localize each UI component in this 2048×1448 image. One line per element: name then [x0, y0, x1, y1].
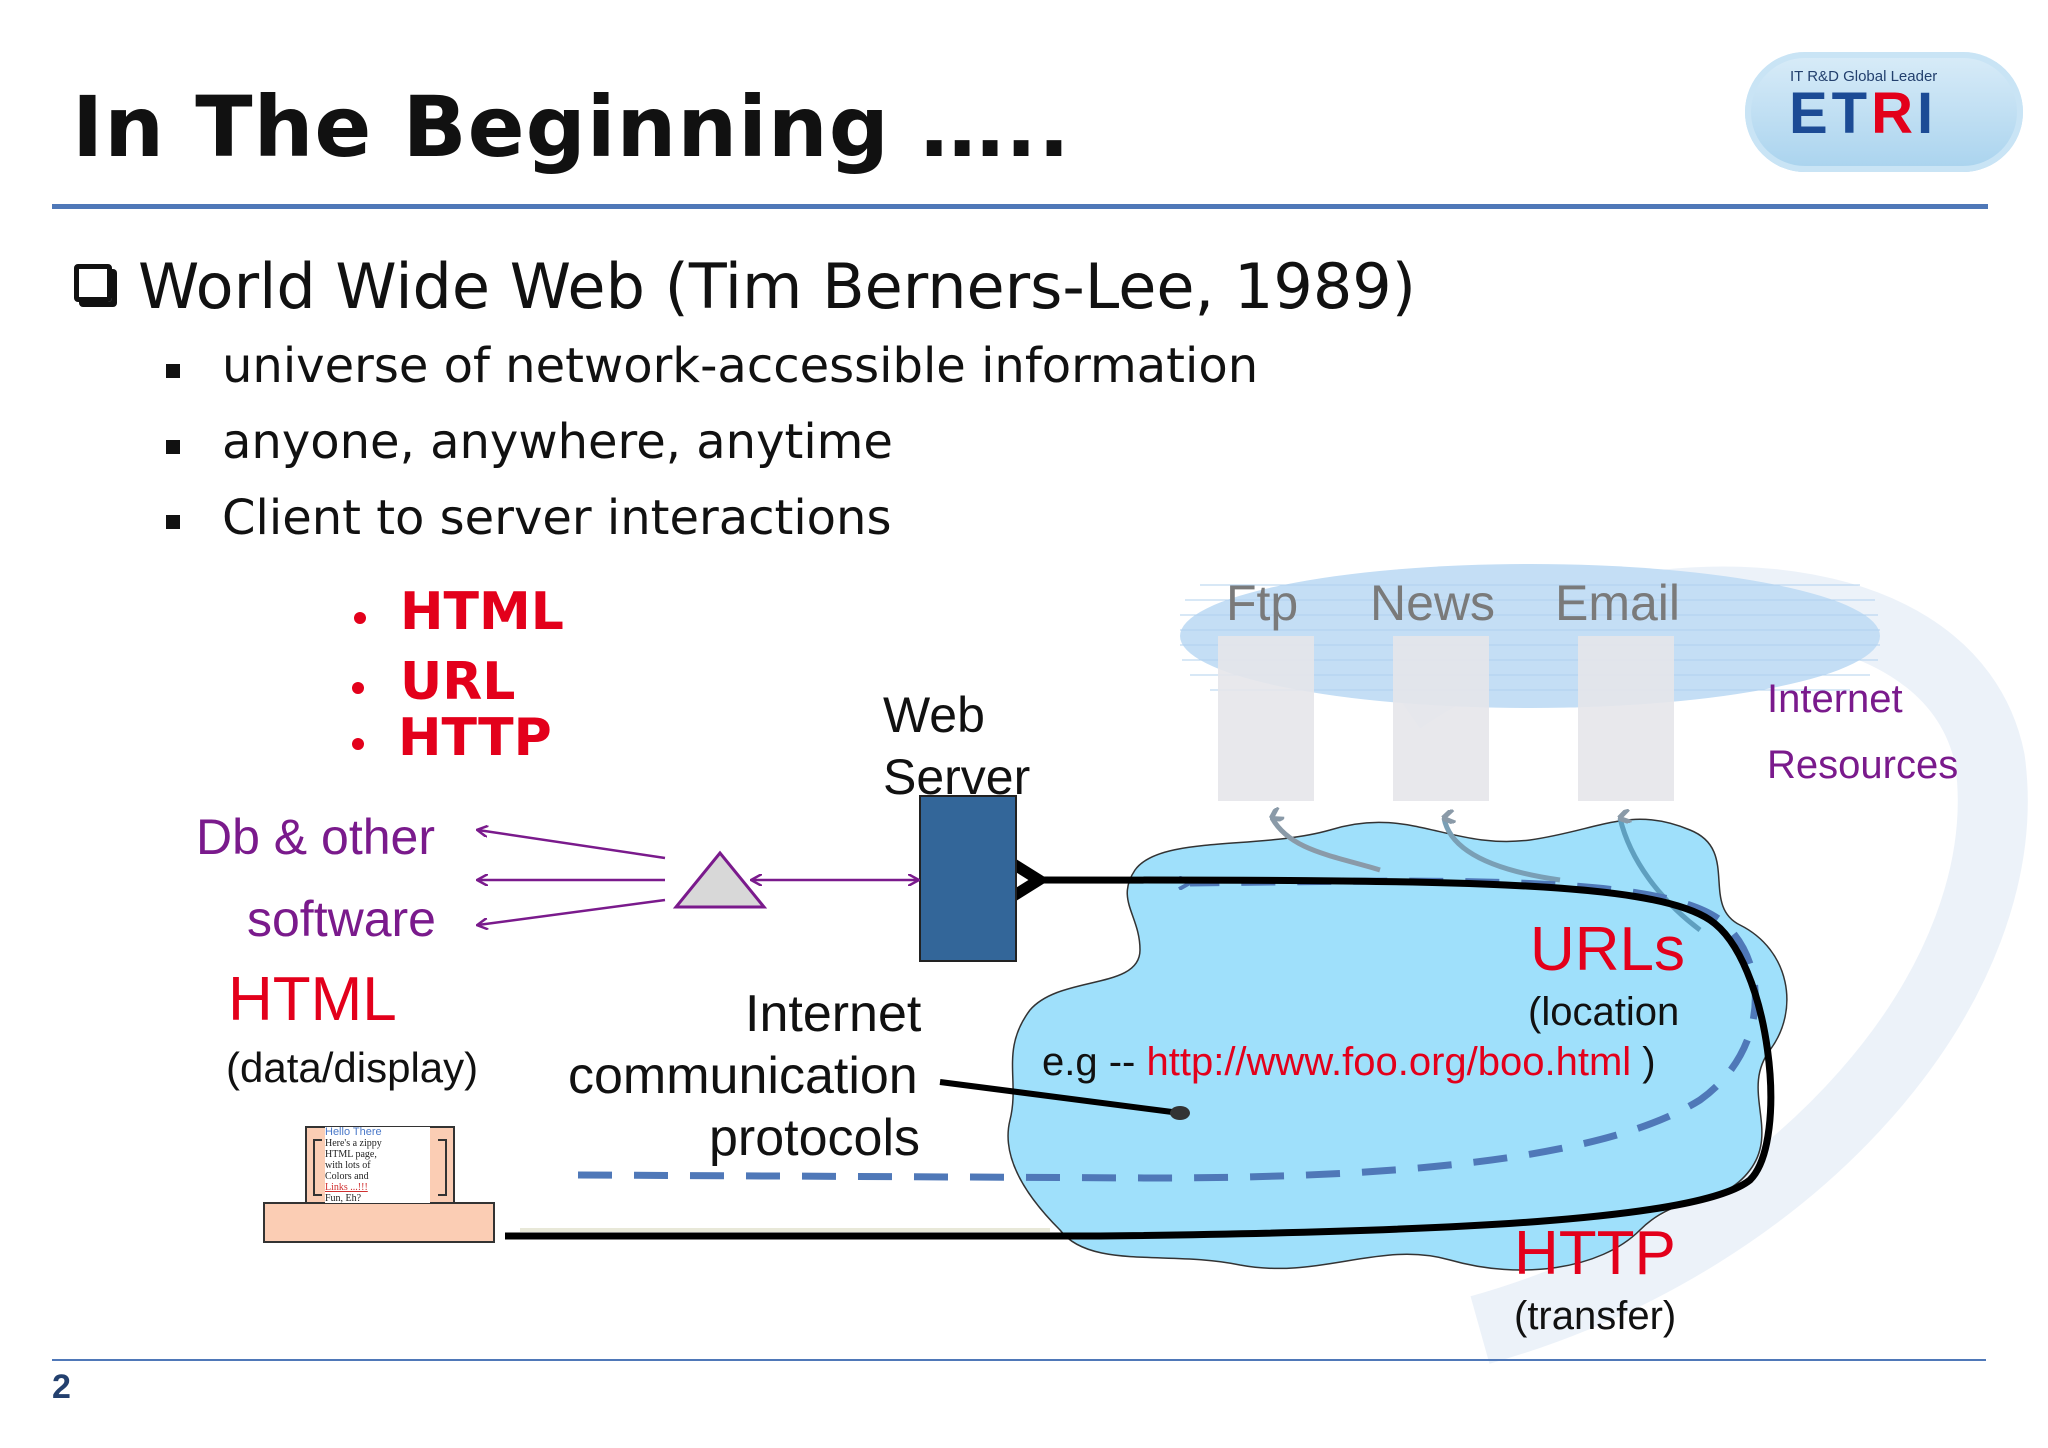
client-screen-bracket-right — [438, 1139, 447, 1196]
etri-logo: IT R&D Global Leader ETRI — [1745, 52, 2023, 172]
logo-wordmark-right: I — [1917, 81, 1938, 146]
square-bullet-icon — [166, 515, 180, 529]
internet-resources-label-2: Resources — [1767, 743, 1959, 787]
db-software-label-1: Db & other — [196, 809, 436, 865]
protocols-caption-3: protocols — [709, 1109, 920, 1167]
square-bullet-icon — [166, 364, 180, 378]
http-label: HTTP — [1514, 1219, 1676, 1288]
web-server-box — [919, 795, 1017, 962]
protocols-caption-2: communication — [568, 1047, 918, 1105]
title-rule — [52, 204, 1988, 209]
ftp-arrow — [1272, 818, 1381, 873]
page-line-6: Fun, Eh? — [325, 1193, 362, 1203]
http-sublabel: (transfer) — [1514, 1294, 1677, 1338]
page-number: 2 — [52, 1368, 71, 1406]
logo-wordmark-left: ET — [1789, 81, 1872, 146]
client-screen-bracket-left — [313, 1139, 322, 1196]
web-server-label-2: Server — [883, 749, 1031, 805]
email-label: Email — [1555, 575, 1681, 631]
response-path — [505, 880, 1775, 1240]
email-arrow — [1620, 818, 1702, 932]
internet-resources-label-1: Internet — [1767, 677, 1903, 721]
news-arrow — [1444, 818, 1561, 883]
page-line-5: Links ...!!! — [325, 1182, 368, 1193]
heading-text: World Wide Web (Tim Berners-Lee, 1989) — [138, 250, 1416, 323]
browser-page-thumbnail: Hello There Here's a zippy HTML page, wi… — [325, 1127, 430, 1203]
urls-sublabel: (location — [1528, 990, 1680, 1034]
gateway-db-arrow-bottom — [478, 898, 666, 925]
gateway-triangle-icon — [672, 850, 768, 909]
protocols-pointer-line — [939, 1079, 1181, 1116]
ftp-box — [1218, 636, 1314, 801]
sub-bullet-1: universe of network-accessible informati… — [222, 338, 1259, 394]
checkbox-bullet-icon — [74, 264, 112, 302]
news-box — [1393, 636, 1489, 801]
web-server-label-1: Web — [883, 687, 985, 743]
news-label: News — [1370, 575, 1496, 631]
page-line-1: Here's a zippy — [325, 1138, 382, 1149]
protocols-pointer-dot — [1170, 1106, 1190, 1120]
internet-cloud — [1007, 818, 1788, 1271]
url-prefix: e.g -- — [1042, 1040, 1136, 1084]
urls-label: URLs — [1530, 915, 1686, 984]
logo-wordmark-accent: R — [1871, 81, 1918, 146]
client-computer-base — [263, 1202, 495, 1243]
ftp-label: Ftp — [1226, 575, 1299, 631]
url-suffix: ) — [1642, 1040, 1656, 1084]
slide-title: In The Beginning ….. — [72, 78, 1071, 176]
sub-bullet-3: Client to server interactions — [222, 490, 892, 546]
html-label: HTML — [228, 965, 397, 1034]
protocol-bullet-icon — [354, 612, 366, 624]
protocol-bullet-icon — [352, 682, 364, 694]
protocol-bullet-icon — [352, 738, 364, 750]
url-example-line: e.g -- http://www.foo.org/boo.html ) — [1042, 1040, 1656, 1085]
html-sublabel: (data/display) — [226, 1044, 479, 1091]
protocol-url: URL — [400, 652, 516, 712]
page-line-3: with lots of — [325, 1160, 371, 1171]
protocol-html: HTML — [400, 582, 564, 642]
db-software-label-2: software — [247, 891, 436, 947]
request-dashed-path — [577, 881, 1759, 1182]
email-box — [1578, 636, 1674, 801]
logo-wordmark: ETRI — [1789, 80, 1937, 147]
page-line-4: Colors and — [325, 1171, 369, 1182]
url-example: http://www.foo.org/boo.html — [1146, 1040, 1632, 1084]
protocols-caption-1: Internet — [745, 985, 922, 1043]
page-heading: Hello There — [325, 1127, 382, 1138]
logo-tagline: IT R&D Global Leader — [1790, 68, 1938, 85]
square-bullet-icon — [166, 440, 180, 454]
page-line-2: HTML page, — [325, 1149, 377, 1160]
sub-bullet-2: anyone, anywhere, anytime — [222, 414, 893, 470]
gateway-db-arrow-top — [478, 830, 666, 860]
protocol-http: HTTP — [398, 708, 552, 768]
